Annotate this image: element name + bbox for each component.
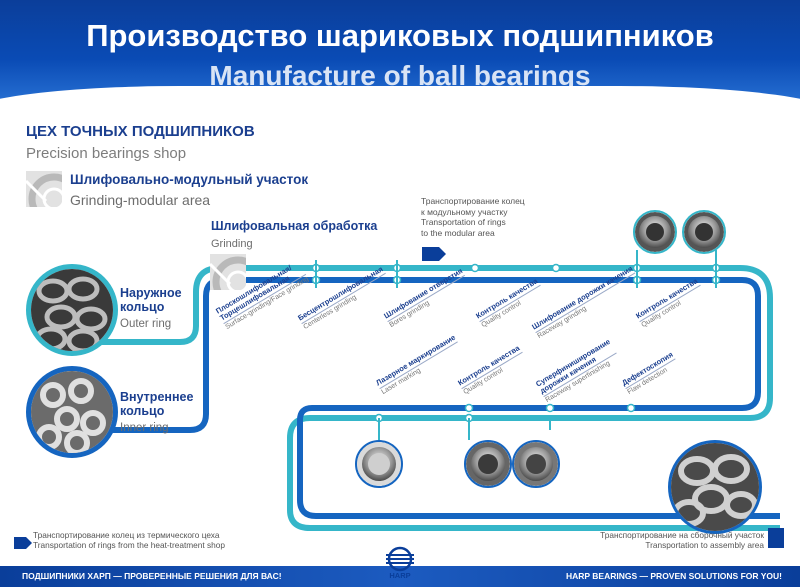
- inner-ring-label: Внутреннее кольцо: [120, 390, 193, 418]
- outer-ring-photo: [26, 264, 118, 356]
- grinding-title: Шлифовальная обработка: [211, 219, 378, 233]
- area-title: Шлифовально-модульный участок: [70, 172, 309, 187]
- shop-title: ЦЕХ ТОЧНЫХ ПОДШИПНИКОВ: [26, 123, 255, 140]
- transport-to-assembly-note: Транспортирование на сборочный участок T…: [600, 530, 764, 550]
- note-line: Транспортирование на сборочный участок: [600, 530, 764, 540]
- conveyor-cyan-line: [100, 265, 780, 531]
- outer-ring-label: Наружное кольцо: [120, 286, 182, 314]
- harp-logo: HARP: [382, 546, 418, 586]
- footer-slogan-en: HARP BEARINGS — PROVEN SOLUTIONS FOR YOU…: [566, 571, 782, 581]
- inner-ring-label-en: Inner ring: [120, 422, 169, 434]
- note-line: Transportation to assembly area: [645, 540, 764, 550]
- grinding-wheel-icon: [210, 254, 246, 290]
- transport-arrow-right: [768, 528, 784, 548]
- area-title-en: Grinding-modular area: [70, 192, 211, 208]
- bearing-ring-photo: [512, 440, 560, 488]
- inner-ring-photo: [26, 366, 118, 458]
- bearing-ring-photo: [464, 440, 512, 488]
- label-line: кольцо: [120, 404, 165, 418]
- note-line: Transportation of rings: [421, 217, 506, 227]
- transport-to-modular-note: Транспортирование колец к модульному уча…: [421, 196, 561, 238]
- label-line: Наружное: [120, 286, 182, 300]
- footer-slogan-ru: ПОДШИПНИКИ ХАРП — ПРОВЕРЕННЫЕ РЕШЕНИЯ ДЛ…: [22, 571, 282, 581]
- note-line: to the modular area: [421, 227, 495, 238]
- bearing-ring-photo: [633, 210, 677, 254]
- label-line: Внутреннее: [120, 390, 194, 404]
- note-line: Транспортирование колец: [421, 196, 525, 206]
- transport-arrow: [422, 247, 446, 261]
- outer-ring-label-en: Outer ring: [120, 318, 172, 330]
- label-line: кольцо: [120, 300, 165, 314]
- shop-title-en: Precision bearings shop: [26, 145, 187, 162]
- grinding-wheel-icon: [26, 171, 62, 207]
- bearing-ring-photo: [355, 440, 403, 488]
- note-line: Транспортирование колец из термического …: [33, 530, 220, 540]
- transport-from-heat-treatment-note: Транспортирование колец из термического …: [33, 530, 225, 550]
- conveyor-blue-line: [100, 277, 780, 519]
- note-line: к модульному участку: [421, 206, 508, 217]
- grinding-title-en: Grinding: [211, 238, 253, 250]
- page-title: Производство шариковых подшипников: [86, 18, 714, 53]
- note-line: Transportation of rings from the heat-tr…: [33, 540, 225, 550]
- transport-arrow-left: [14, 537, 32, 549]
- finished-rings-photo: [668, 440, 762, 534]
- bearing-ring-photo: [682, 210, 726, 254]
- header-banner: Производство шариковых подшипников Manuf…: [0, 0, 800, 108]
- logo-text: HARP: [389, 571, 411, 580]
- footer-bar: ПОДШИПНИКИ ХАРП — ПРОВЕРЕННЫЕ РЕШЕНИЯ ДЛ…: [0, 566, 800, 587]
